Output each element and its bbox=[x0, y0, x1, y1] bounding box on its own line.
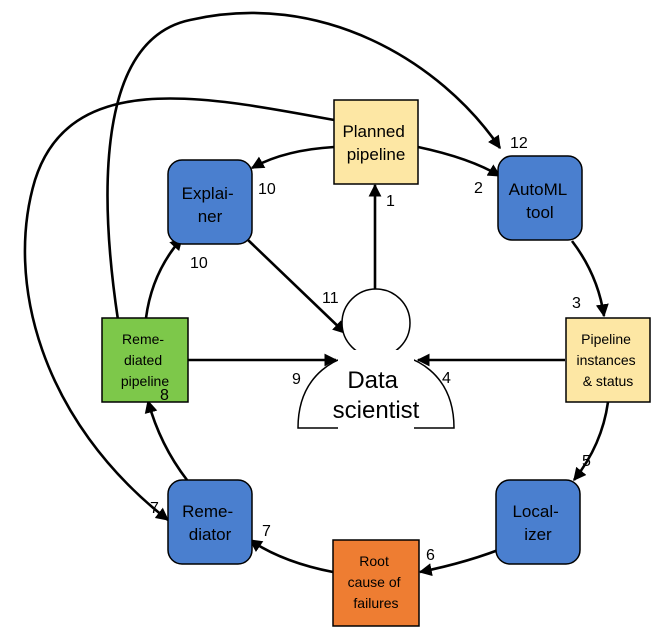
planned-pipeline-label-2: pipeline bbox=[347, 145, 406, 164]
person-icon bbox=[297, 288, 455, 430]
root-cause-label-1: Root bbox=[359, 553, 389, 569]
edge-label-12: 12 bbox=[510, 135, 528, 152]
automl-tool-label-2: tool bbox=[526, 203, 553, 222]
root-cause-label-2: cause of bbox=[348, 574, 401, 590]
localizer-node: Local- izer bbox=[495, 479, 581, 565]
edge-label-9: 9 bbox=[292, 371, 301, 388]
edge-label-6: 6 bbox=[426, 547, 435, 564]
edge-label-3: 3 bbox=[572, 295, 581, 312]
data-scientist-label-2: scientist bbox=[333, 397, 420, 424]
edge-remediated-to-explainer bbox=[144, 237, 183, 319]
edge-remediated-to-automl bbox=[106, 11, 502, 321]
edge-explainer-to-scientist bbox=[247, 239, 346, 334]
root-cause-label-3: failures bbox=[353, 595, 398, 611]
explainer-node: Explai- ner bbox=[167, 159, 253, 245]
edge-label-1: 1 bbox=[386, 193, 395, 210]
svg-text:Root cause of fail: Root cause of failures bbox=[348, 553, 405, 611]
automl-tool-node: AutoML tool bbox=[497, 155, 583, 241]
edge-label-4: 4 bbox=[442, 370, 451, 387]
svg-text:Pipeline instances: Pipeline instances & status bbox=[576, 331, 639, 389]
remediated-pipeline-label-3: pipeline bbox=[121, 373, 169, 389]
edge-label-10-top: 10 bbox=[258, 181, 276, 198]
edge-remediator-to-remediated bbox=[144, 399, 189, 481]
automl-tool-label-1: AutoML bbox=[509, 180, 567, 199]
remediated-pipeline-label-1: Reme- bbox=[122, 331, 164, 347]
edge-label-11: 11 bbox=[322, 290, 339, 307]
remediated-pipeline-label-2: diated bbox=[124, 352, 162, 368]
edge-label-5: 5 bbox=[582, 453, 591, 470]
pipeline-instances-label-2: instances bbox=[576, 352, 635, 368]
edge-automl-to-instances bbox=[570, 240, 609, 318]
svg-text:AutoML tool: AutoML tool bbox=[509, 180, 572, 222]
data-scientist-label-1: Data bbox=[347, 367, 398, 394]
edge-rootcause-to-remediator bbox=[248, 538, 334, 574]
planned-pipeline-label-1: Planned bbox=[342, 122, 404, 141]
localizer-label-2: izer bbox=[524, 525, 552, 544]
edge-instances-to-localizer bbox=[572, 401, 610, 482]
remediator-node: Reme- diator bbox=[167, 479, 253, 565]
edge-planned-to-automl bbox=[417, 145, 502, 178]
edge-label-7-inner: 7 bbox=[262, 523, 271, 540]
remediated-pipeline-node: Reme- diated pipeline bbox=[101, 317, 189, 403]
explainer-label-2: ner bbox=[198, 207, 223, 226]
planned-pipeline-node: Planned pipeline bbox=[333, 99, 419, 185]
remediator-label-1: Reme- bbox=[182, 502, 233, 521]
edge-planned-to-remediator bbox=[23, 97, 335, 522]
edge-label-2: 2 bbox=[474, 180, 483, 197]
edge-planned-to-explainer bbox=[250, 145, 335, 170]
svg-text:Reme- diated pipel: Reme- diated pipeline bbox=[121, 331, 169, 389]
pipeline-instances-label-3: & status bbox=[583, 373, 634, 389]
svg-text:Local- izer: Local- izer bbox=[512, 502, 563, 544]
svg-text:Explai- ner: Explai- ner bbox=[182, 184, 239, 226]
explainer-label-1: Explai- bbox=[182, 184, 234, 203]
root-cause-node: Root cause of failures bbox=[332, 539, 420, 627]
edge-label-7-outer: 7 bbox=[150, 500, 159, 517]
edge-label-10-left: 10 bbox=[190, 255, 208, 272]
pipeline-instances-label-1: Pipeline bbox=[581, 331, 631, 347]
data-scientist-node: Data scientist bbox=[297, 288, 455, 430]
localizer-label-1: Local- bbox=[512, 502, 558, 521]
svg-text:Planned pipeline: Planned pipeline bbox=[342, 122, 409, 164]
svg-text:Data scientist: Data scientist bbox=[333, 367, 420, 424]
svg-text:Reme- diator: Reme- diator bbox=[182, 502, 238, 544]
pipeline-instances-node: Pipeline instances & status bbox=[565, 317, 651, 403]
edge-label-8: 8 bbox=[160, 387, 169, 404]
remediator-label-2: diator bbox=[189, 525, 232, 544]
